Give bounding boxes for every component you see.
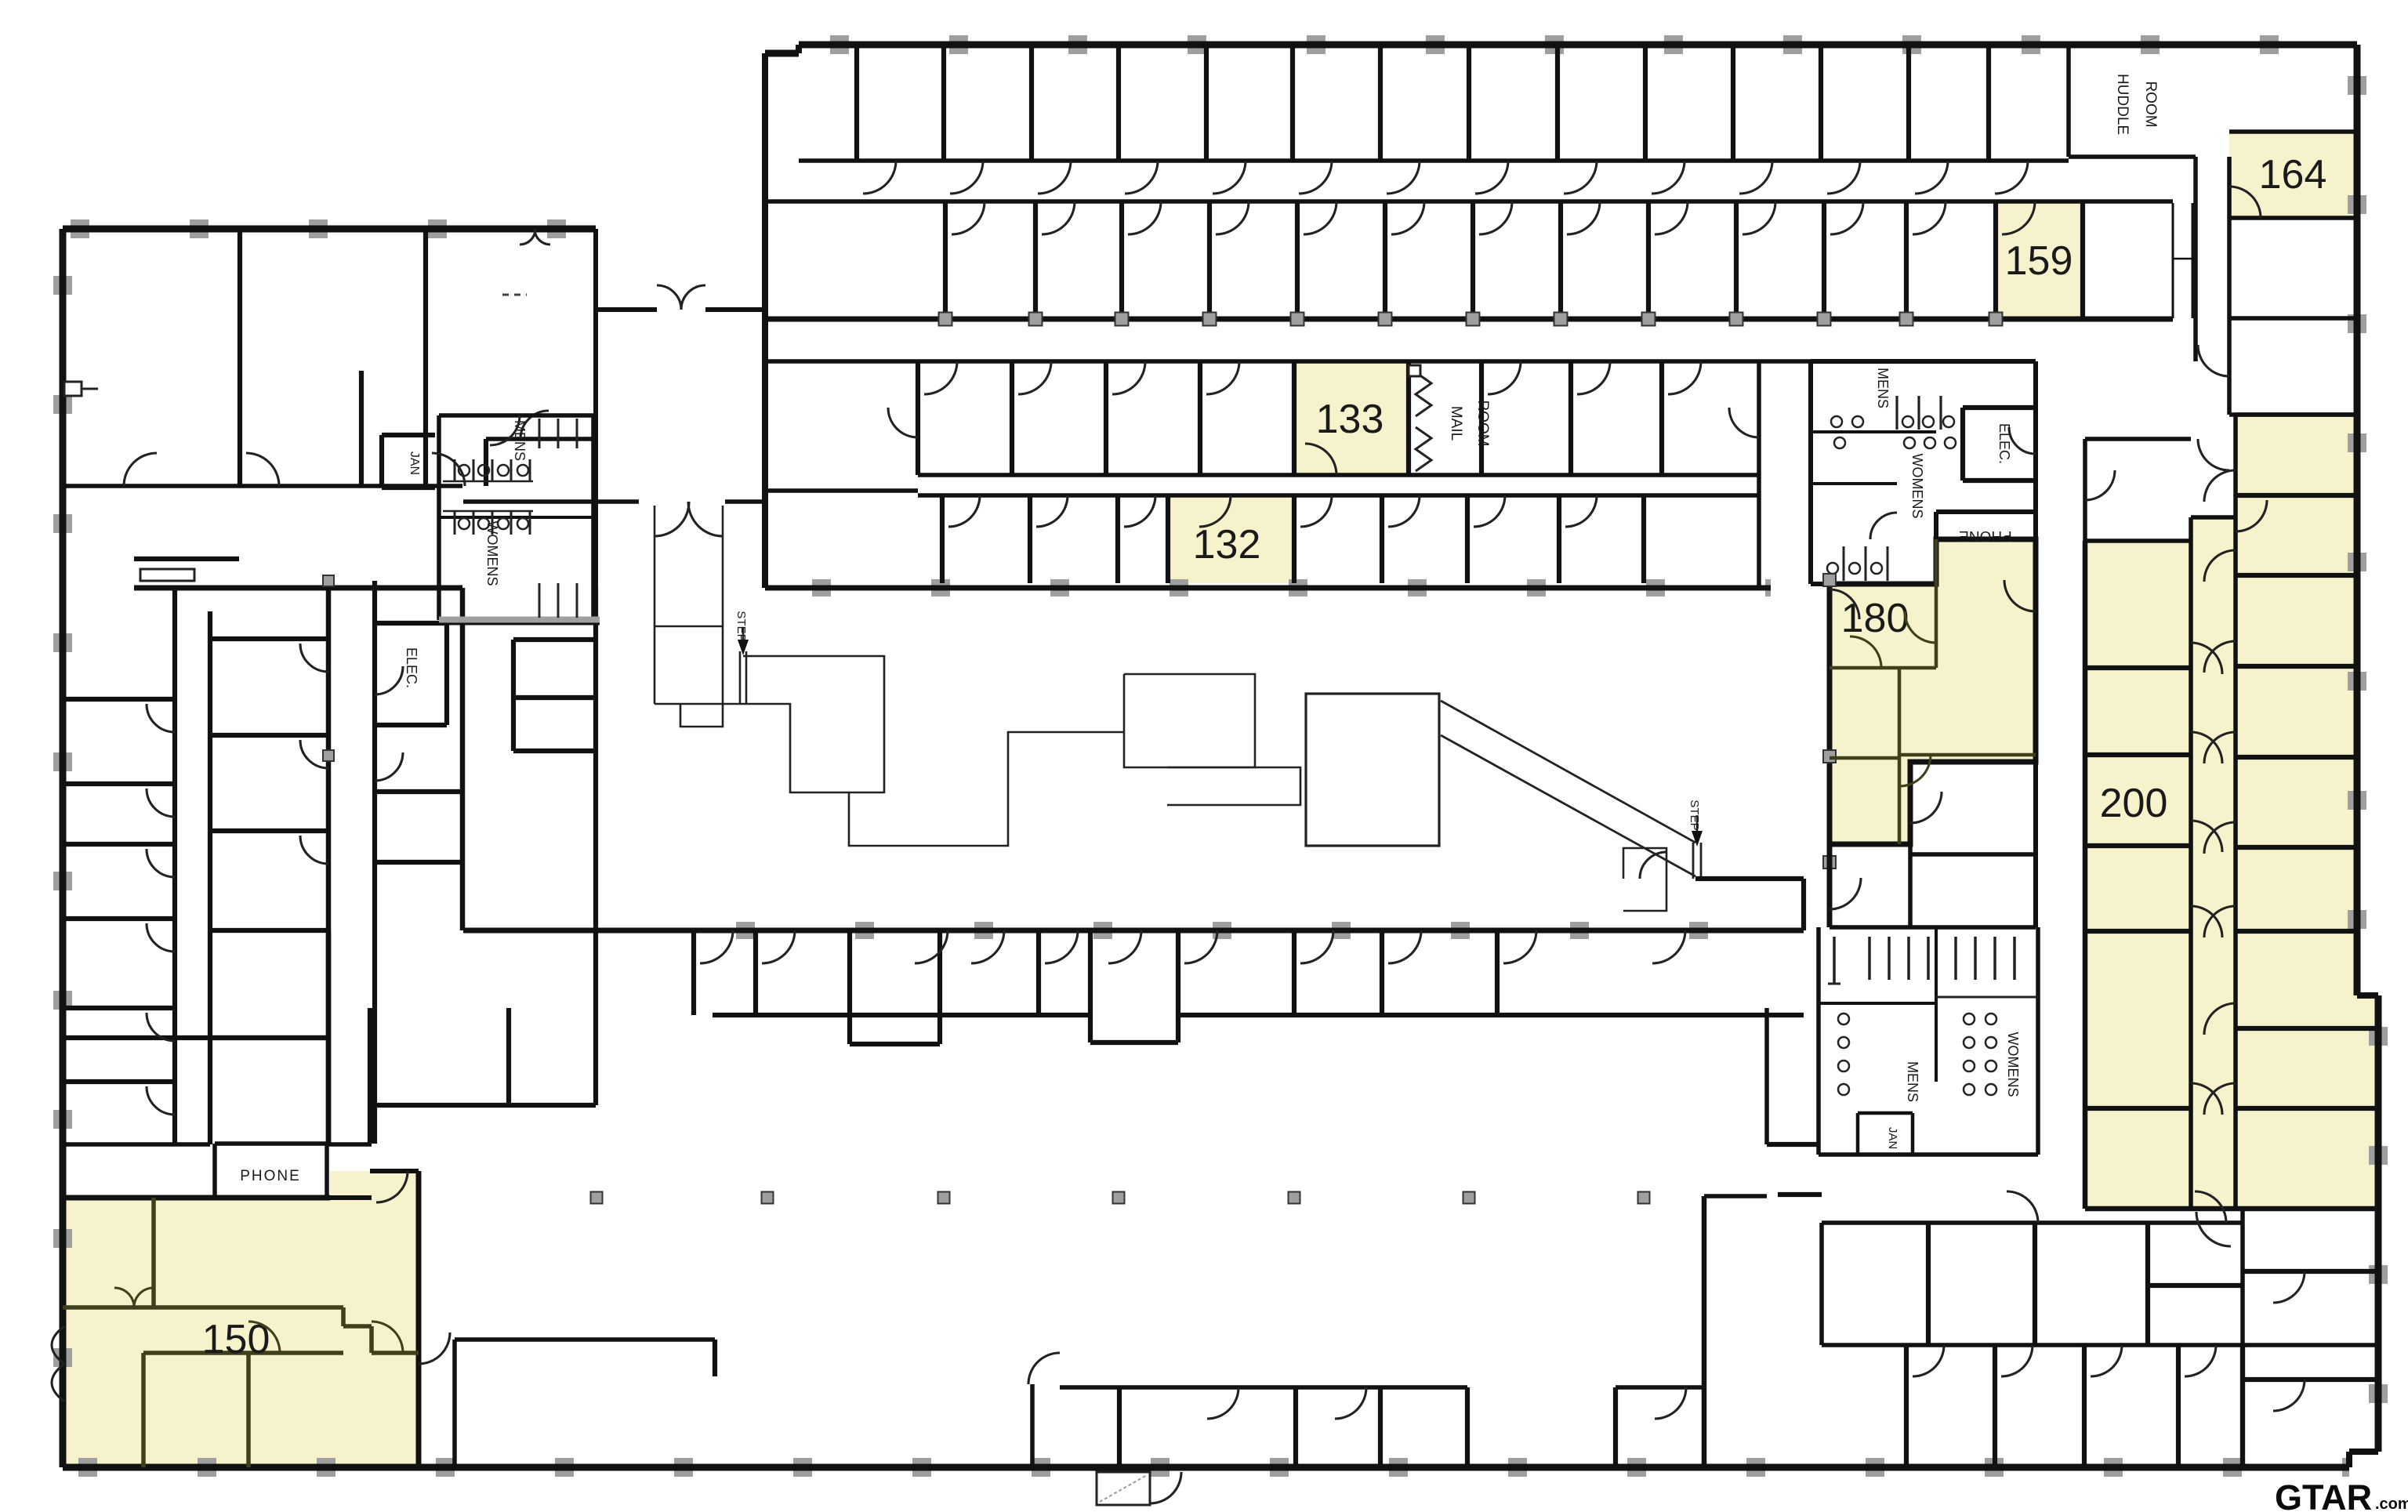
svg-text:159: 159 [2005,238,2073,284]
svg-text:WOMENS: WOMENS [2005,1032,2021,1097]
svg-text:164: 164 [2259,152,2327,198]
svg-text:180: 180 [1841,596,1909,641]
svg-text:PHONE: PHONE [1959,528,2012,544]
svg-text:JAN: JAN [408,451,421,475]
svg-text:HUDDLE: HUDDLE [2114,74,2131,135]
svg-text:133: 133 [1316,397,1384,442]
svg-text:MAIL: MAIL [1448,406,1464,441]
svg-text:132: 132 [1193,522,1261,567]
svg-text:GTAR: GTAR [2275,1478,2372,1512]
svg-text:WOMENS: WOMENS [1909,454,1925,519]
svg-text:MENS: MENS [1905,1061,1920,1102]
svg-text:PHONE: PHONE [240,1168,301,1184]
svg-text:ELEC.: ELEC. [404,647,419,688]
svg-text:ROOM: ROOM [2142,81,2159,127]
svg-text:200: 200 [2100,781,2168,826]
svg-text:WOMENS: WOMENS [484,521,500,586]
svg-text:MENS: MENS [512,420,528,461]
svg-text:.com: .com [2375,1496,2408,1512]
svg-text:MENS: MENS [1875,368,1891,408]
svg-text:150: 150 [202,1317,270,1362]
svg-text:STEP: STEP [734,611,748,641]
svg-text:STEP: STEP [1688,800,1701,830]
svg-text:JAN: JAN [1886,1127,1899,1149]
svg-text:ROOM: ROOM [1474,400,1491,446]
svg-text:ELEC.: ELEC. [1996,423,2012,464]
